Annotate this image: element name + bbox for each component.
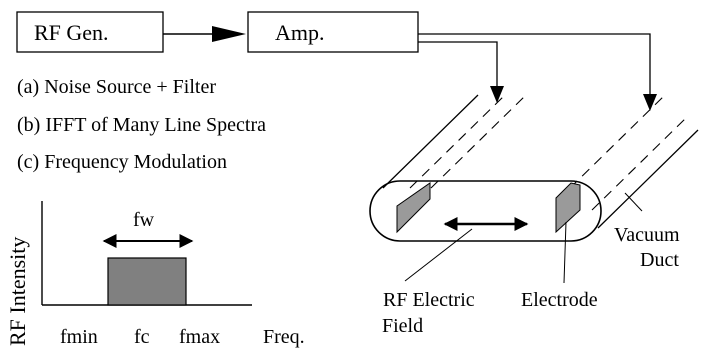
vacuum-duct [369, 94, 699, 242]
duct-top-edge [382, 94, 479, 189]
spectrum-band [107, 257, 187, 306]
methods-list: (a) Noise Source + Filter (b) IFFT of Ma… [17, 76, 266, 173]
amplifier-label: Amp. [275, 20, 325, 45]
duct-rail-2 [430, 94, 527, 189]
method-frequency-modulation: (c) Frequency Modulation [17, 151, 227, 173]
electrode-left [396, 182, 431, 234]
vacuum-duct-leader [624, 192, 643, 212]
tick-fmax: fmax [179, 326, 220, 348]
duct-right-edge [597, 129, 699, 229]
vacuum-duct-label-1: Vacuum [614, 224, 680, 246]
duct-rail-1 [409, 94, 506, 189]
method-noise-source: (a) Noise Source + Filter [17, 76, 216, 98]
duct-cross-section [369, 180, 602, 242]
electrode-label: Electrode [521, 289, 598, 311]
gen-to-amp-arrow [163, 26, 246, 42]
spectrum-sketch: fw RF Intensity fmin fc fmax Freq. [5, 201, 305, 348]
rf-field-label-2: Field [382, 315, 423, 337]
rf-generator-block: RF Gen. [16, 11, 164, 53]
rf-field-label-1: RF Electric [383, 289, 475, 311]
method-ifft: (b) IFFT of Many Line Spectra [17, 114, 266, 136]
bandwidth-label: fw [133, 209, 155, 231]
rf-field-leader [404, 228, 473, 282]
duct-rail-3 [569, 94, 666, 189]
duct-rail-4 [591, 115, 689, 211]
electrode-leader [563, 221, 567, 284]
tick-fc: fc [134, 326, 150, 348]
annotations: Vacuum Duct RF Electric Field Electrode [382, 192, 680, 337]
amp-to-electrode-wires [418, 33, 657, 111]
spectrum-ylabel: RF Intensity [5, 237, 30, 346]
electrode-right [555, 182, 581, 234]
vacuum-duct-label-2: Duct [640, 249, 679, 271]
spectrum-xlabel: Freq. [263, 326, 305, 348]
amplifier-block: Amp. [247, 11, 419, 53]
tick-fmin: fmin [60, 326, 98, 348]
rf-generator-label: RF Gen. [34, 20, 109, 45]
